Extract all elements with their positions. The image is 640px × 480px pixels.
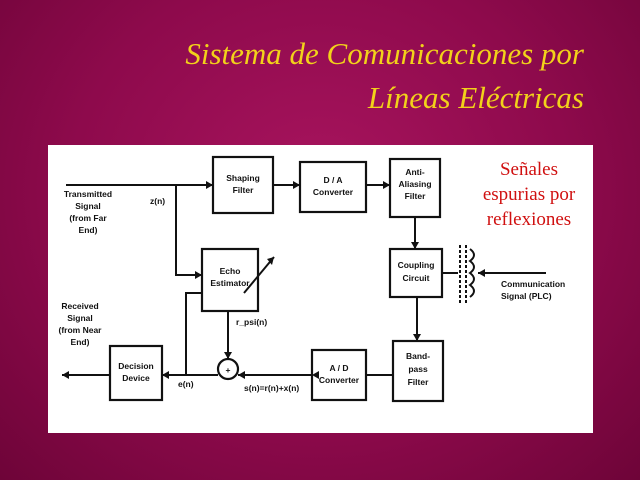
received-signal-label-3: (from Near	[59, 325, 103, 335]
transmitted-signal-label-3: (from Far	[69, 213, 107, 223]
ad-converter-label-2: Converter	[319, 375, 360, 385]
decision-device-label-1: Decision	[118, 361, 153, 371]
ad-converter-block	[310, 348, 368, 402]
decision-device-block	[108, 344, 164, 402]
note-line-1: Señales	[499, 159, 559, 180]
decision-device-label-2: Device	[122, 373, 150, 383]
anti-aliasing-label-1: Anti-	[405, 167, 425, 177]
transmitted-signal-label-1: Transmitted	[64, 189, 112, 199]
e-n-label: e(n)	[178, 379, 194, 389]
da-converter-label-2: Converter	[313, 187, 354, 197]
block-diagram: Shaping Filter D / A Converter Anti- Ali…	[59, 155, 565, 403]
shaping-filter-label-1: Shaping	[226, 173, 260, 183]
ad-converter-label-1: A / D	[329, 363, 348, 373]
transformer-coil	[468, 248, 475, 298]
s-n-label: s(n)=r(n)+x(n)	[244, 383, 299, 393]
echo-estimator-block	[200, 247, 260, 313]
da-converter-label-1: D / A	[323, 175, 342, 185]
bandpass-filter-label-2: pass	[408, 364, 428, 374]
z-n-label: z(n)	[150, 196, 165, 206]
received-signal-label-1: Received	[61, 301, 98, 311]
anti-aliasing-label-3: Filter	[405, 191, 426, 201]
note-line-3: reflexiones	[486, 209, 572, 230]
transformer-core	[459, 245, 467, 305]
diagram-panel: Shaping Filter D / A Converter Anti- Ali…	[48, 145, 593, 433]
slide-title-line-2: Líneas Eléctricas	[367, 80, 584, 115]
coupling-circuit-label-1: Coupling	[398, 260, 435, 270]
received-signal-label-2: Signal	[67, 313, 93, 323]
bandpass-filter-label-3: Filter	[408, 377, 429, 387]
transmitted-signal-label-2: Signal	[75, 201, 101, 211]
echo-estimator-label-2: Estimator	[210, 278, 250, 288]
anti-aliasing-label-2: Aliasing	[398, 179, 431, 189]
spurious-signals-note: Señales espurias por reflexiones	[466, 157, 592, 232]
slide-title-line-1: Sistema de Comunicaciones por	[185, 36, 584, 71]
shaping-filter-label-2: Filter	[233, 185, 254, 195]
note-line-2: espurias por	[482, 184, 576, 205]
arrowheads	[62, 181, 485, 379]
coupling-circuit-label-2: Circuit	[403, 273, 430, 283]
bandpass-filter-label-1: Band-	[406, 351, 430, 361]
received-signal-label-4: End)	[71, 337, 90, 347]
plus-sign: +	[226, 365, 231, 375]
bandpass-filter-block	[391, 339, 445, 403]
wire-e-to-echo-estimator	[185, 292, 202, 375]
r-psi-n-label: r_psi(n)	[236, 317, 267, 327]
da-converter-block	[298, 160, 368, 214]
communication-signal-label-1: Communication	[501, 279, 565, 289]
transmitted-signal-label-4: End)	[79, 225, 98, 235]
echo-estimator-label-1: Echo	[220, 266, 241, 276]
adaptation-arrow	[243, 256, 275, 294]
wire-z-to-echo-estimator	[175, 185, 202, 276]
communication-signal-label-2: Signal (PLC)	[501, 291, 552, 301]
